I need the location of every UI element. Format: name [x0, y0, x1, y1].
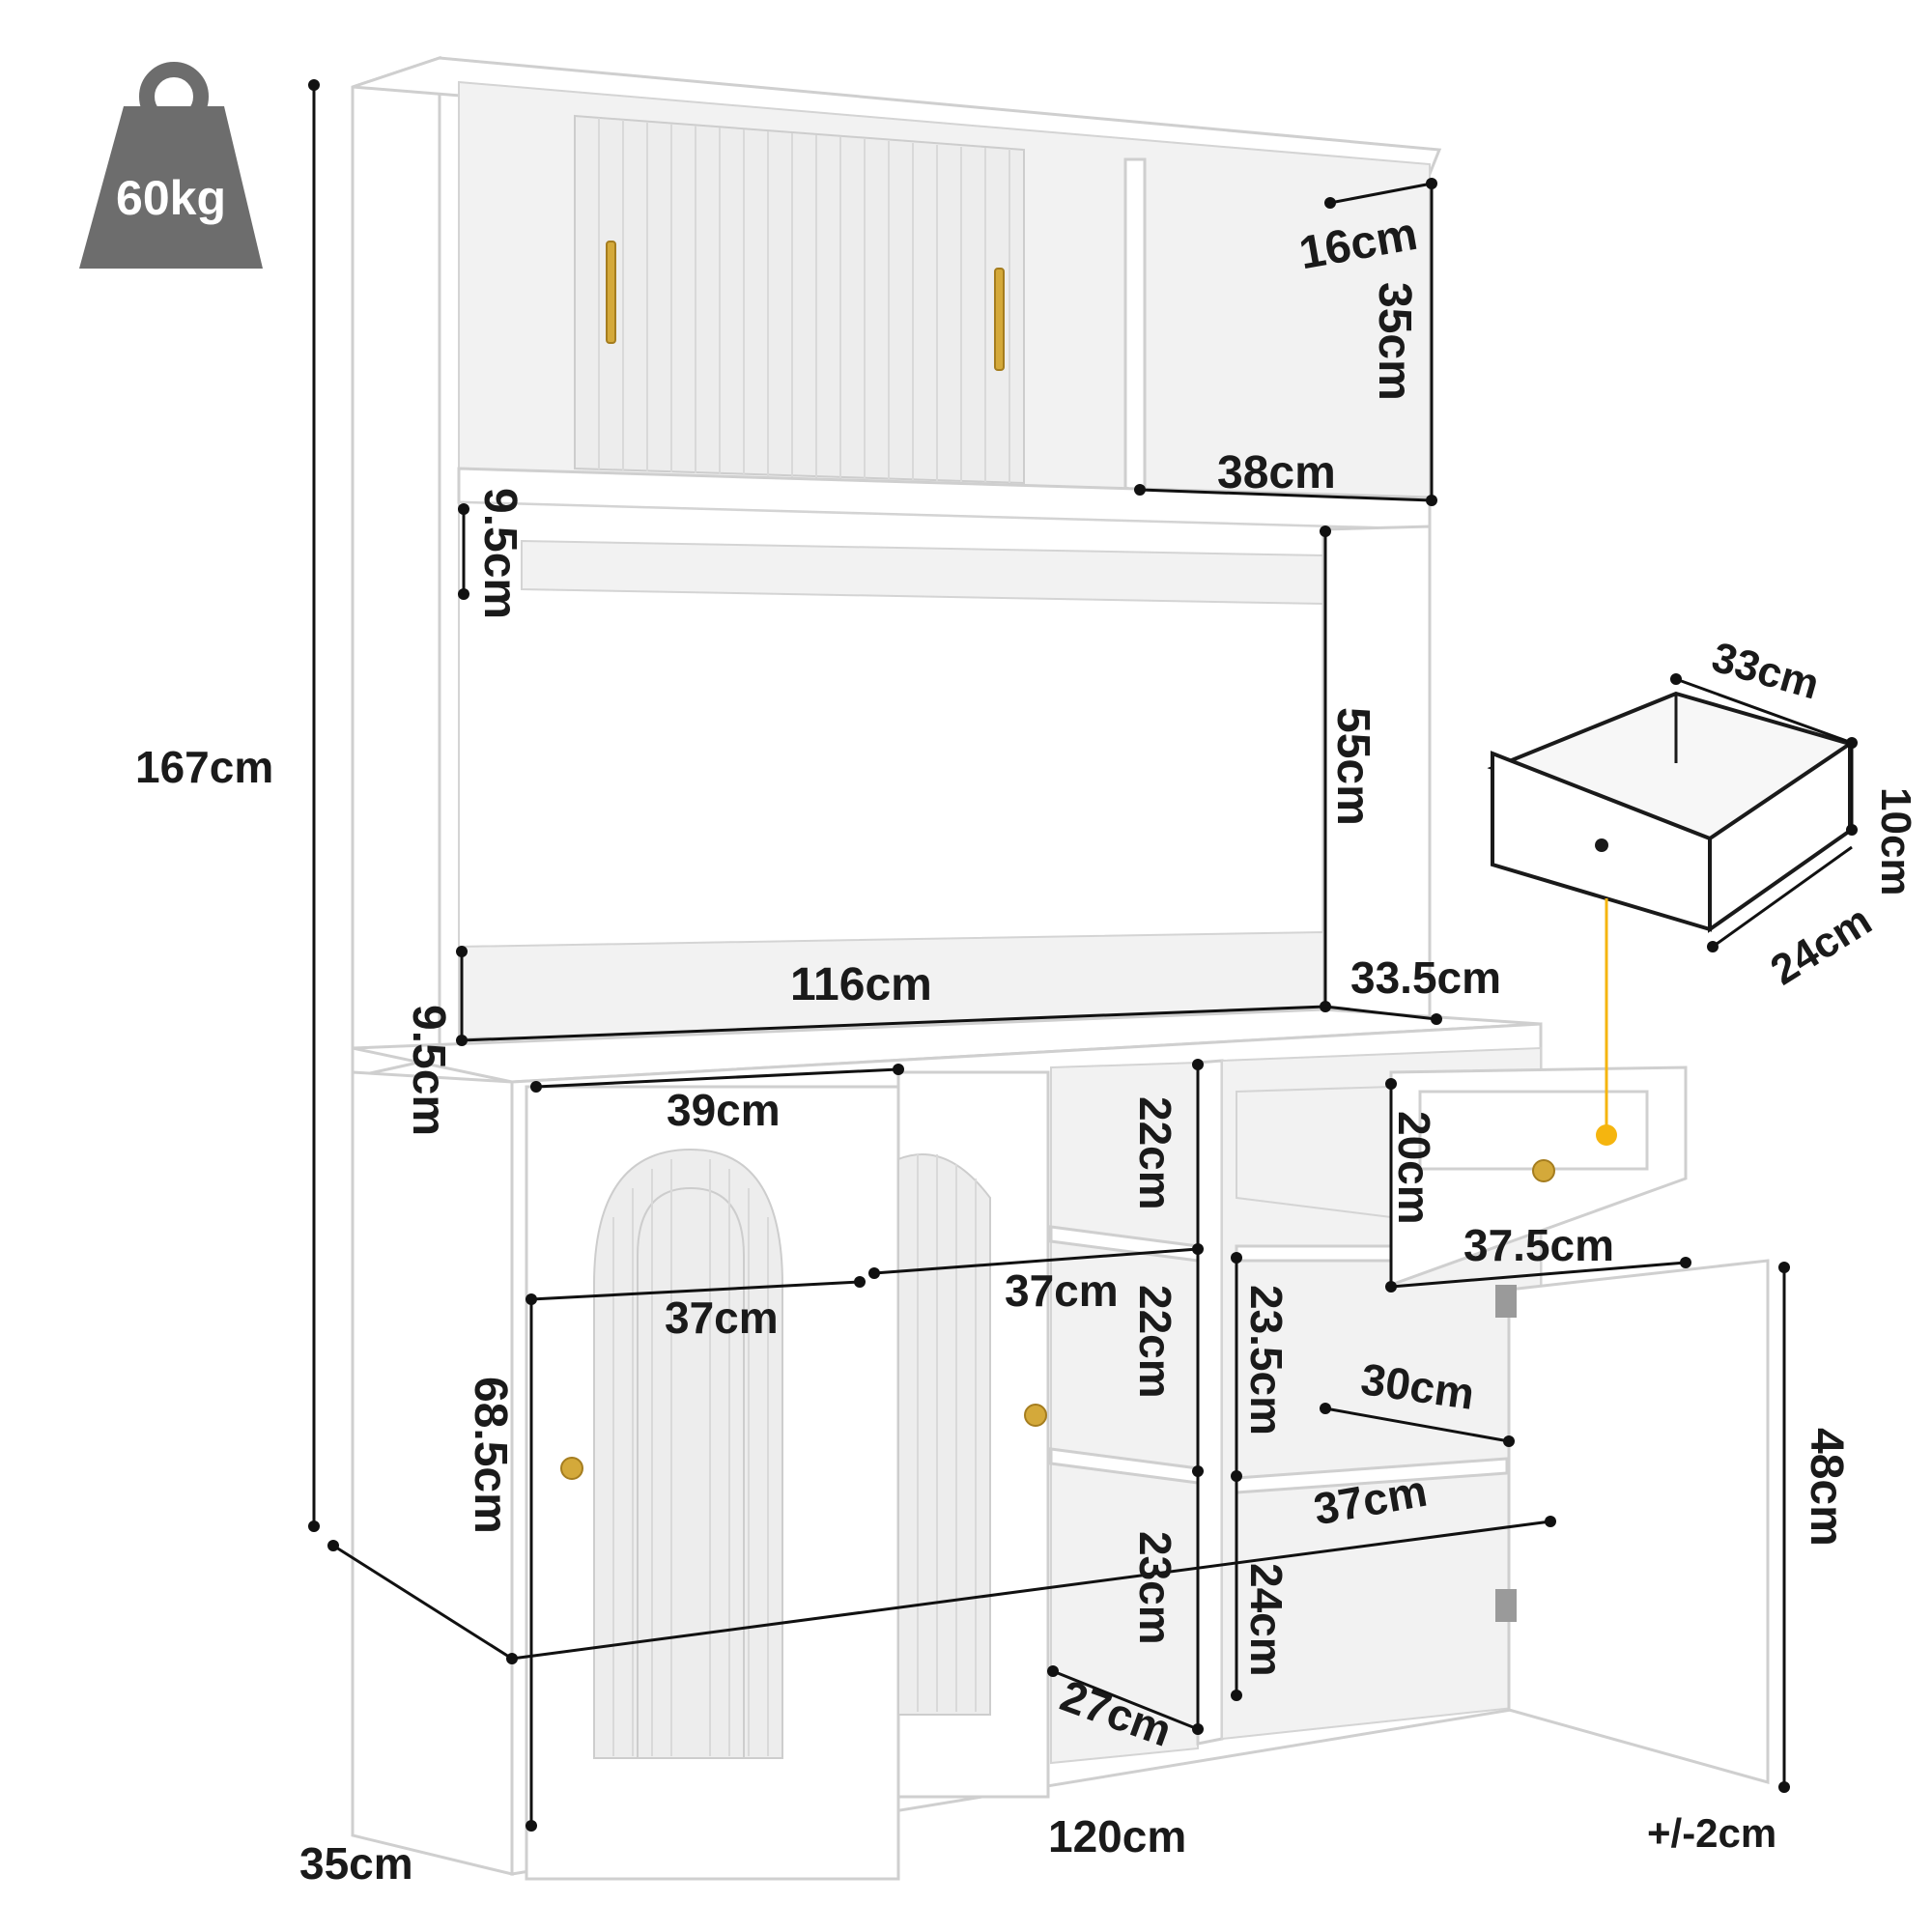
drawer-inset — [1487, 691, 1855, 933]
weight-label: 60kg — [116, 171, 226, 225]
sliding-door-width-label: 39cm — [667, 1085, 781, 1135]
knob-icon — [1532, 1159, 1555, 1182]
dimension-lines — [308, 79, 1858, 1832]
hutch-open-height-label: 55cm — [1327, 707, 1378, 826]
accent-callout — [1596, 898, 1617, 1146]
weight-badge: 60kg — [79, 62, 263, 269]
left-side-panel — [351, 55, 441, 1079]
upper-glass-doors — [574, 114, 1025, 485]
top-shelf-height-label: 35cm — [1369, 282, 1420, 401]
hutch-width-label: 116cm — [790, 959, 932, 1010]
hinge-icon — [1495, 1589, 1517, 1622]
left-arch-door — [525, 1085, 900, 1881]
upper-divider — [1123, 157, 1147, 495]
shelf-width-left-label: 37cm — [665, 1293, 779, 1343]
door-handle-icon — [994, 268, 1005, 371]
total-height-label: 167cm — [135, 742, 273, 792]
cabinet-lower-height-label: 24cm — [1241, 1563, 1292, 1677]
tolerance-label: +/-2cm — [1647, 1810, 1776, 1856]
total-width-label: 120cm — [1048, 1811, 1186, 1861]
cabinet-illustration — [351, 55, 1770, 1881]
drawer-depth-label: 24cm — [1763, 896, 1880, 994]
shelf-bottom-height-label: 23cm — [1130, 1531, 1180, 1645]
hinge-icon — [1495, 1285, 1517, 1318]
measurement-labels: 167cm 120cm 35cm +/-2cm 16cm 35cm 38cm 9… — [135, 209, 1919, 1889]
drawer-height-label: 10cm — [1872, 787, 1919, 896]
shelf-width-mid-label: 37cm — [1005, 1265, 1119, 1316]
shelf-mid-height-label: 22cm — [1130, 1285, 1180, 1399]
top-gap-left-label: 9.5cm — [474, 488, 526, 619]
total-depth-label: 35cm — [299, 1838, 413, 1889]
accent-dot-icon — [1596, 1124, 1617, 1146]
bottom-gap-left-label: 9.5cm — [403, 1005, 454, 1136]
right-door-height-label: 48cm — [1801, 1428, 1852, 1547]
drawer-knob-icon — [1595, 838, 1608, 852]
cabinet-upper-height-label: 23.5cm — [1241, 1285, 1292, 1435]
door-height-label: 68.5cm — [465, 1377, 516, 1534]
middle-arch-door — [896, 1070, 1050, 1799]
top-shelf-width-label: 38cm — [1217, 447, 1336, 498]
drawer-compartment-height-label: 20cm — [1389, 1111, 1439, 1225]
knob-icon — [560, 1457, 583, 1480]
opened-right-door — [1495, 1259, 1770, 1784]
knob-icon — [1024, 1404, 1047, 1427]
counter-depth-label: 33.5cm — [1350, 952, 1501, 1003]
center-divider — [1196, 1059, 1224, 1746]
shelf-top-height-label: 22cm — [1130, 1096, 1180, 1210]
pulled-drawer — [1236, 1065, 1688, 1288]
right-top-shelf — [1235, 1244, 1393, 1263]
drawer-compartment-width-label: 37.5cm — [1463, 1220, 1614, 1270]
door-handle-icon — [606, 241, 616, 344]
